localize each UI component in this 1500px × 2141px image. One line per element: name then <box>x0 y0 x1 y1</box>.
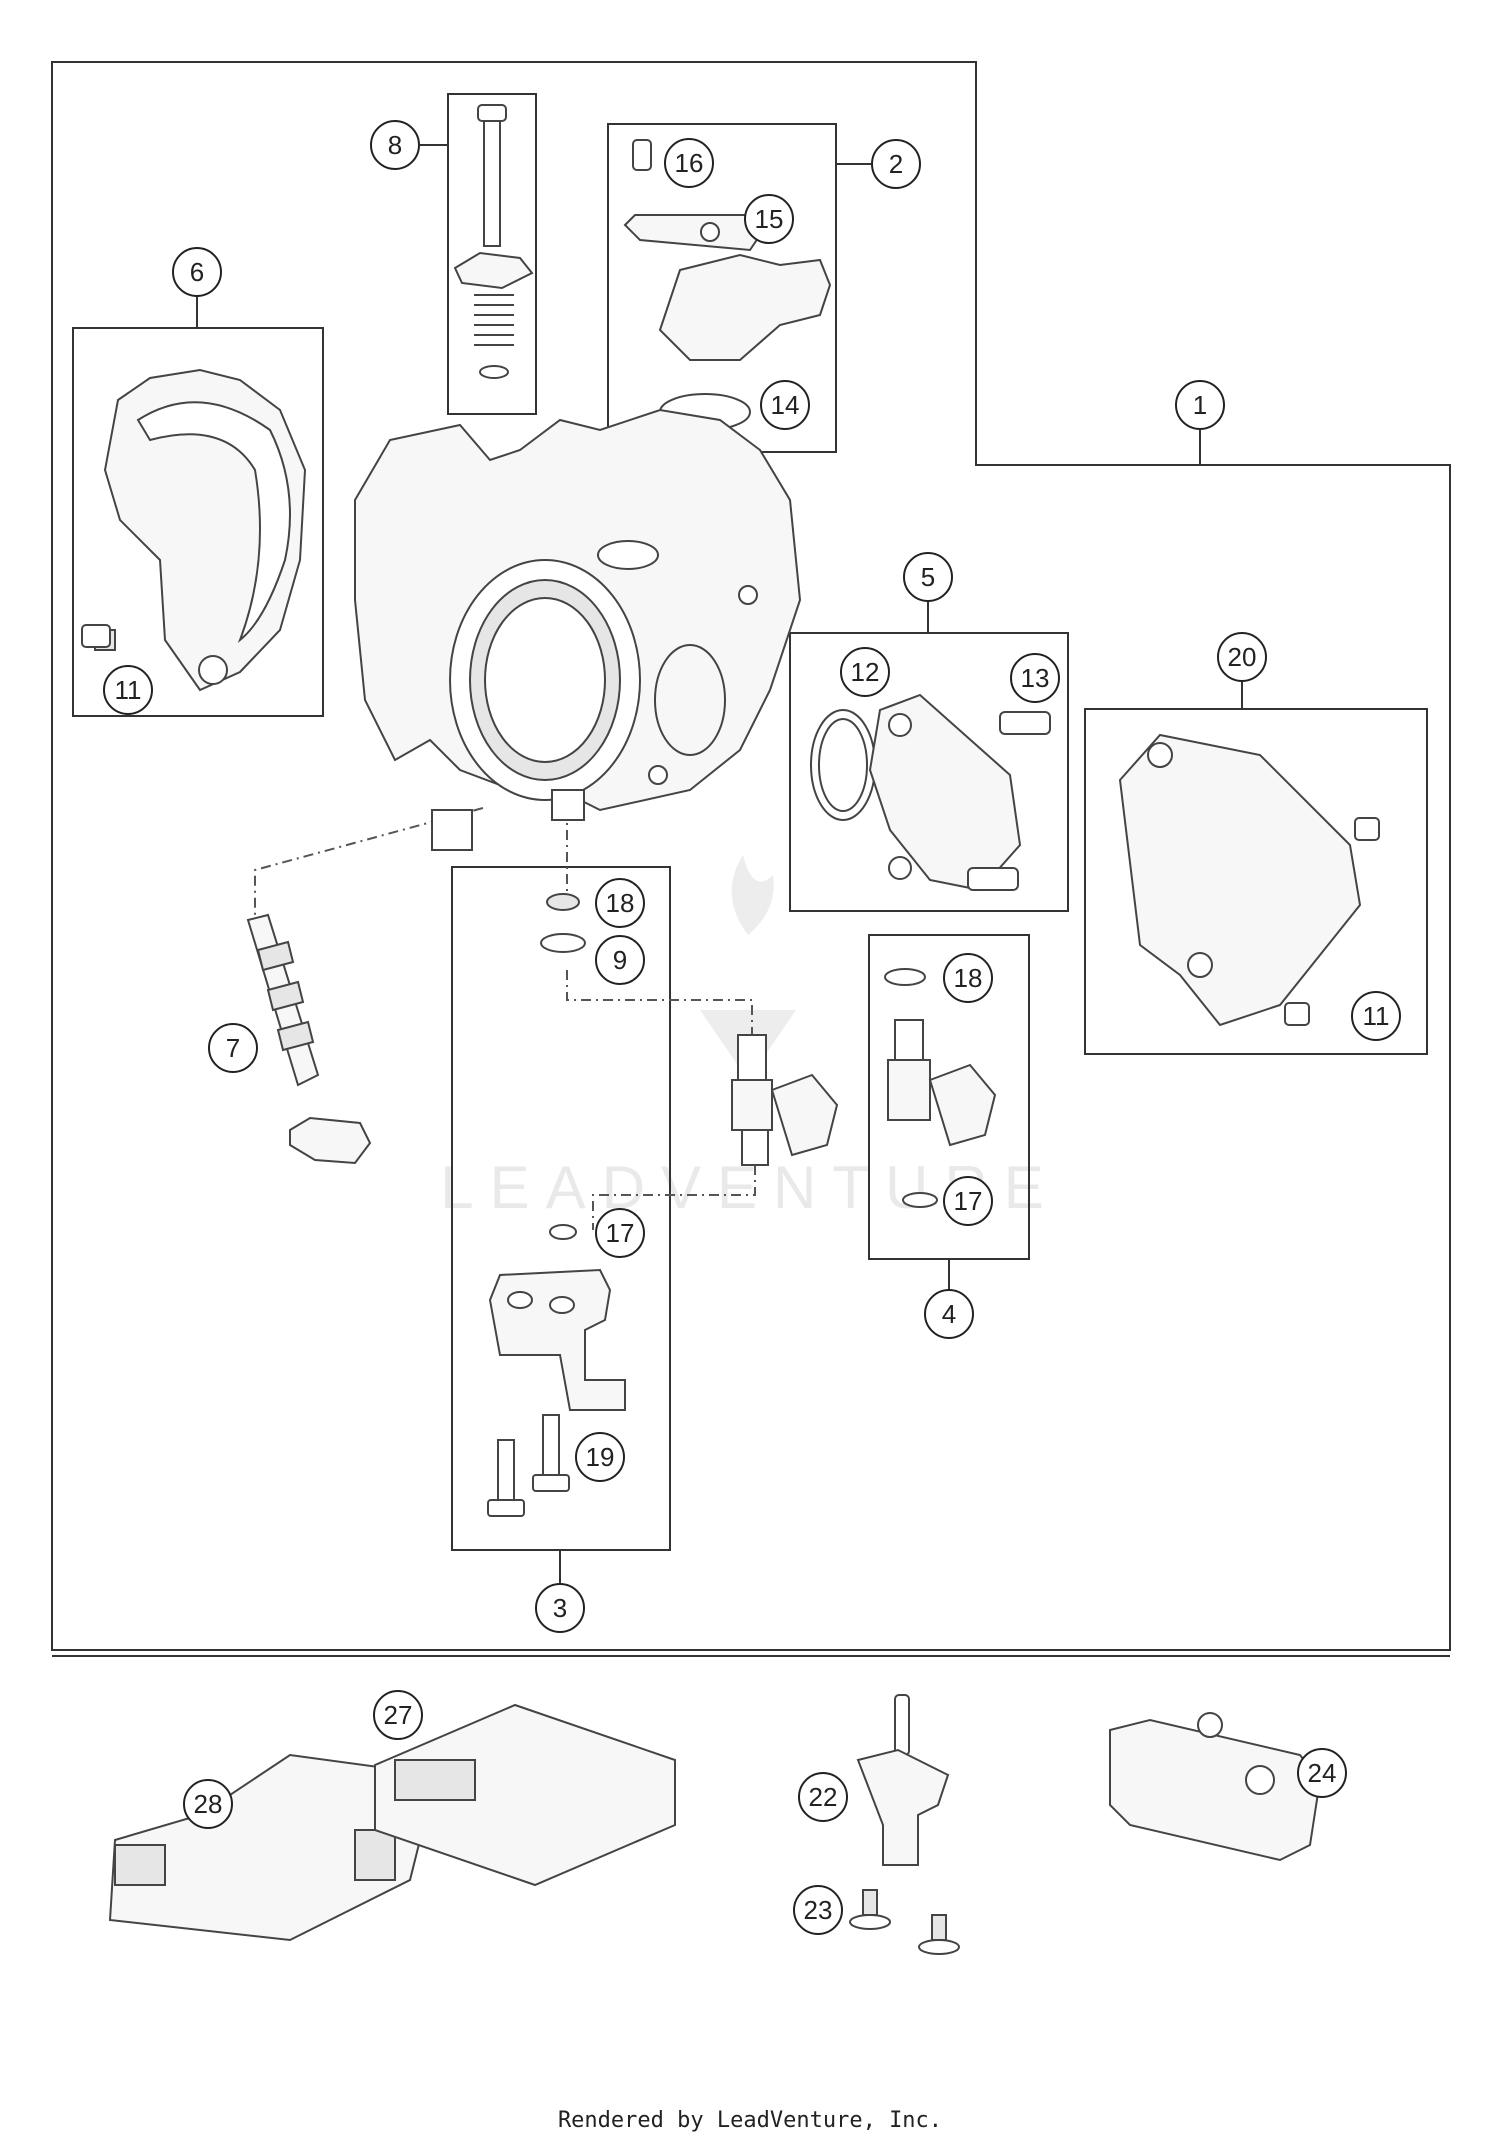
callout-27: 27 <box>373 1690 423 1740</box>
svg-text:17: 17 <box>954 1186 983 1216</box>
svg-text:1: 1 <box>1193 390 1207 420</box>
svg-text:18: 18 <box>954 963 983 993</box>
svg-text:5: 5 <box>921 562 935 592</box>
callout-18-frame3: 18 <box>595 878 645 928</box>
svg-text:15: 15 <box>755 204 784 234</box>
callout-3: 3 <box>535 1583 585 1633</box>
svg-text:28: 28 <box>194 1789 223 1819</box>
part-7-injector <box>246 913 372 1165</box>
callout-9: 9 <box>595 935 645 985</box>
callout-5: 5 <box>903 552 953 602</box>
svg-text:18: 18 <box>606 888 635 918</box>
callout-13: 13 <box>1010 653 1060 703</box>
svg-text:27: 27 <box>384 1700 413 1730</box>
svg-text:24: 24 <box>1308 1758 1337 1788</box>
svg-text:23: 23 <box>804 1895 833 1925</box>
callout-7: 7 <box>208 1023 258 1073</box>
svg-text:4: 4 <box>942 1299 956 1329</box>
callout-17-frame3: 17 <box>595 1208 645 1258</box>
part-4-components <box>884 968 997 1208</box>
callout-24: 24 <box>1297 1748 1347 1798</box>
callout-15: 15 <box>744 194 794 244</box>
svg-text:8: 8 <box>388 130 402 160</box>
callout-12: 12 <box>840 647 890 697</box>
svg-text:11: 11 <box>1363 1001 1390 1031</box>
injector-center <box>731 1034 839 1166</box>
callout-17-frame4: 17 <box>943 1176 993 1226</box>
svg-text:6: 6 <box>190 257 204 287</box>
part-2-sensor-kit <box>623 139 832 431</box>
frame-8 <box>447 93 537 415</box>
svg-text:2: 2 <box>889 149 903 179</box>
callout-14: 14 <box>760 380 810 430</box>
frame-20 <box>1084 708 1428 1055</box>
part-3-components <box>487 893 626 1517</box>
part-11-screw-left <box>81 624 111 648</box>
svg-text:3: 3 <box>553 1593 567 1623</box>
part-23-screws <box>849 1889 960 1955</box>
svg-text:14: 14 <box>771 390 800 420</box>
callout-19: 19 <box>575 1432 625 1482</box>
callout-11-right: 11 <box>1351 991 1401 1041</box>
svg-text:19: 19 <box>586 1442 615 1472</box>
svg-text:17: 17 <box>606 1218 635 1248</box>
callout-8: 8 <box>370 120 420 170</box>
callout-28: 28 <box>183 1779 233 1829</box>
part-28-control-unit <box>108 1753 422 1942</box>
svg-text:22: 22 <box>809 1782 838 1812</box>
assembly-frame <box>51 61 1451 1651</box>
part-8-screw <box>453 104 534 379</box>
callout-6: 6 <box>172 247 222 297</box>
callout-22: 22 <box>798 1772 848 1822</box>
callout-1: 1 <box>1175 380 1225 430</box>
part-20-cover <box>1118 733 1380 1027</box>
callout-23: 23 <box>793 1885 843 1935</box>
callout-18-frame4: 18 <box>943 953 993 1003</box>
part-24-connector <box>1109 1712 1322 1862</box>
svg-text:7: 7 <box>226 1033 240 1063</box>
svg-text:9: 9 <box>613 945 627 975</box>
footer-credit: Rendered by LeadVenture, Inc. <box>557 2108 943 2133</box>
callout-20: 20 <box>1217 632 1267 682</box>
throttle-body <box>354 408 802 851</box>
callout-2: 2 <box>871 139 921 189</box>
svg-text:16: 16 <box>675 148 704 178</box>
part-6-cover <box>94 368 307 692</box>
svg-text:13: 13 <box>1021 663 1050 693</box>
part-27-ecu <box>374 1703 676 1887</box>
part-22-sensor <box>856 1694 950 1866</box>
callout-4: 4 <box>924 1289 974 1339</box>
svg-text:11: 11 <box>115 675 142 705</box>
callout-16: 16 <box>664 138 714 188</box>
svg-text:12: 12 <box>851 657 880 687</box>
part-5-sensor <box>810 693 1051 892</box>
svg-text:20: 20 <box>1228 642 1257 672</box>
callout-11-left: 11 <box>103 665 153 715</box>
